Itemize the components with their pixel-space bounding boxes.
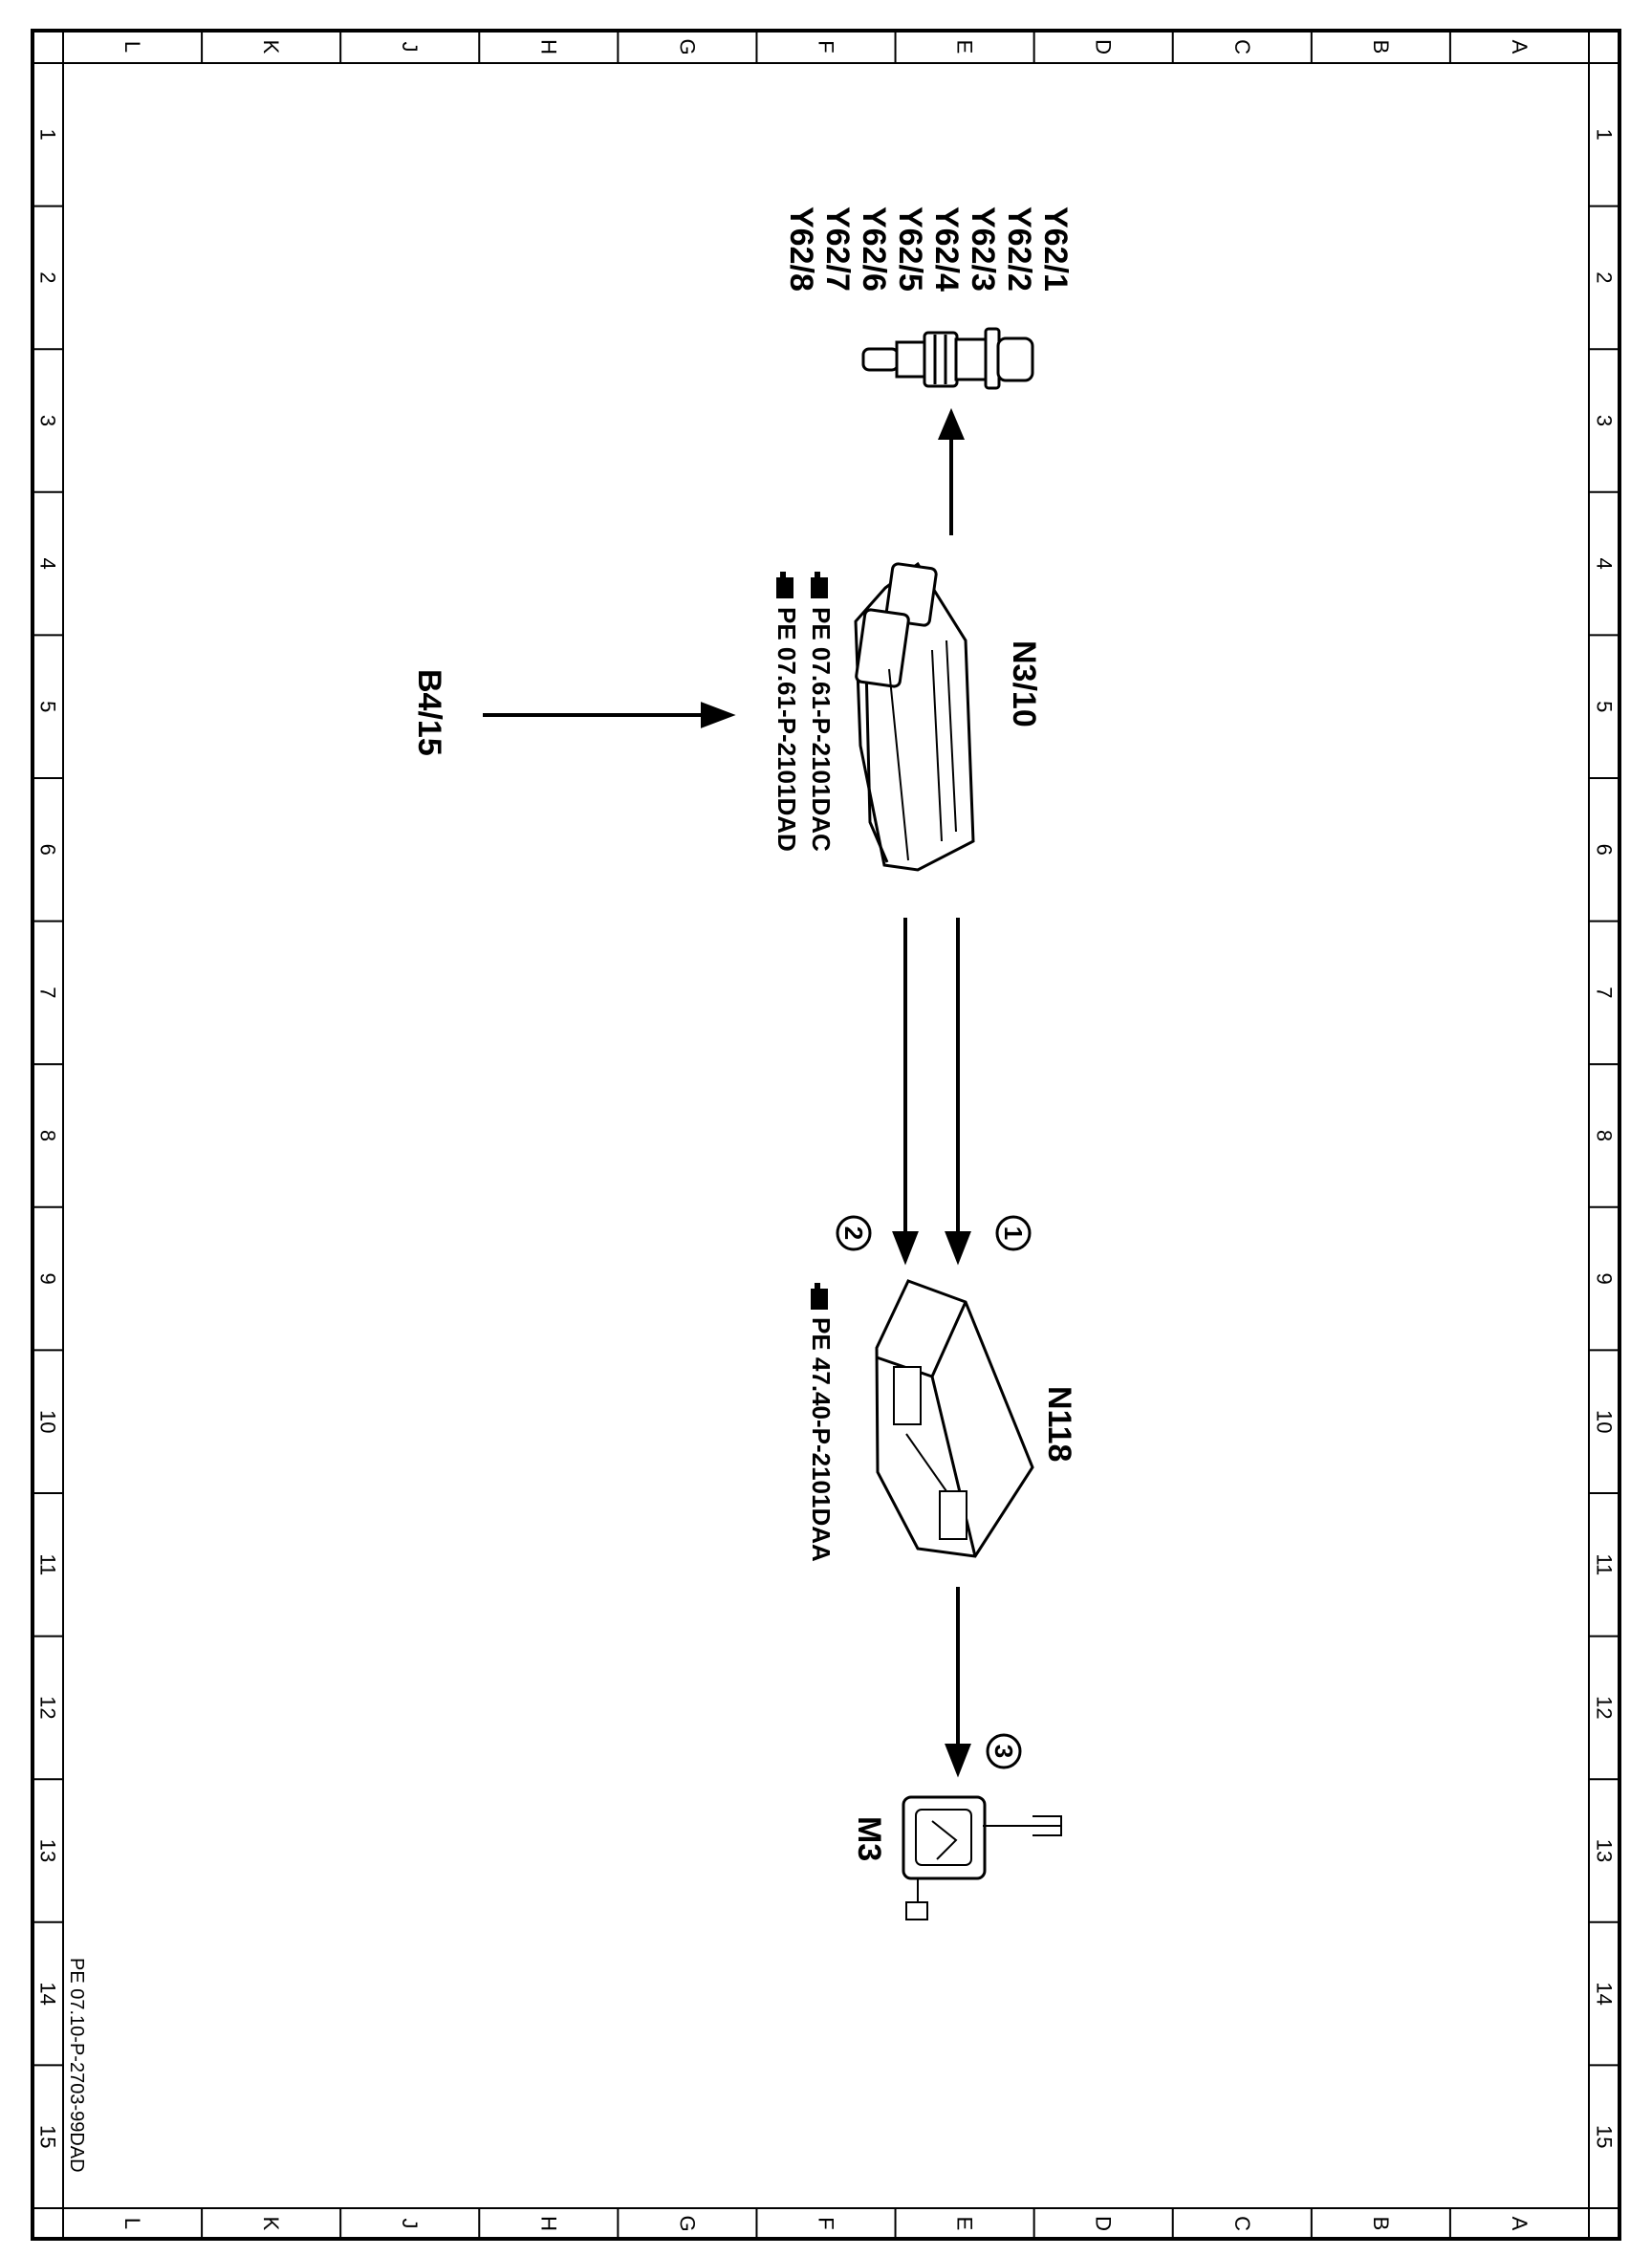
grid-row-number: 13 [36,1839,60,1862]
grid-column-letter: C [1230,39,1254,54]
grid-column-letter: G [675,38,699,54]
grid-column-letter: B [1369,40,1393,54]
grid-column-letter: E [953,40,977,54]
grid-row-number: 7 [36,987,60,998]
grid-column-letter: D [1092,2216,1116,2231]
ecu-ref-text: PE 07.61-P-2101DAC [807,607,836,852]
hand-pointer-icon [811,572,828,598]
grid-row-number: 15 [36,2125,60,2148]
grid-row-number: 8 [36,1130,60,1141]
grid-column-letter: J [398,2219,422,2229]
injector-label: Y62/8 [783,206,819,292]
module-label: N118 [1041,1386,1077,1462]
grid-row-number: 3 [36,415,60,426]
grid-row-number: 6 [36,844,60,856]
grid-row-number: 14 [1593,1982,1617,2005]
injector-label: Y62/1 [1037,206,1074,292]
grid-row-number: 8 [1593,1130,1617,1141]
grid-column-letter: A [1508,2217,1532,2231]
svg-text:3: 3 [989,1745,1018,1758]
injector-labels: Y62/1 Y62/2 Y62/3 Y62/4 Y62/5 Y62/6 Y62/… [783,206,1074,292]
grid-row-number: 12 [1593,1696,1617,1719]
ecu-ref-text: PE 07.61-P-2101DAD [772,607,801,852]
fuel-injector-icon [861,327,1034,390]
signal-arrows [483,407,971,1778]
ecu-reference-2[interactable]: PE 07.61-P-2101DAD [772,572,801,852]
grid-row-number: 13 [1593,1839,1617,1862]
grid-row-number: 4 [1593,557,1617,569]
grid-row-number: 1 [1593,129,1617,141]
grid-column-letter: A [1508,40,1532,54]
badge-3: 3 [986,1733,1022,1769]
module-ref-text: PE 47.40-P-2101DAA [807,1317,836,1562]
grid-row-number: 11 [36,1553,60,1575]
grid-row-number: 10 [1593,1410,1617,1433]
document-id: PE 07.10-P-2703-99DAD [66,1958,87,2173]
pump-label: M3 [851,1816,887,1861]
grid-row-number: 9 [1593,1272,1617,1284]
ecu-reference-1[interactable]: PE 07.61-P-2101DAC [807,572,836,852]
grid-column-letter: K [259,2217,283,2231]
hand-pointer-icon [811,1283,828,1310]
sensor-label: B4/15 [411,669,447,756]
grid-column-letter: L [120,2218,144,2229]
grid-column-letter: C [1230,2216,1254,2231]
ecu-label: N3/10 [1006,640,1042,727]
grid-column-letter: B [1369,2217,1393,2231]
grid-row-number: 2 [1593,271,1617,283]
grid-row-number: 5 [1593,701,1617,712]
grid-row-number: 14 [36,1982,60,2005]
injector-label: Y62/5 [892,206,928,292]
grid-column-letter: H [536,39,560,54]
grid-column-letter: G [675,2215,699,2231]
grid-row-number: 15 [1593,2125,1617,2148]
control-module-icon [875,1279,1034,1558]
fuel-pump-icon [902,1795,1062,1920]
grid-column-letter: F [815,2217,838,2229]
injector-label: Y62/4 [928,206,965,292]
control-unit-icon [854,561,975,872]
hand-pointer-icon [776,572,793,598]
injector-label: Y62/2 [1001,206,1037,292]
grid-column-letter: K [259,40,283,54]
grid-row-number: 6 [1593,844,1617,856]
grid-row-number: 5 [36,701,60,712]
badge-2: 2 [836,1215,872,1251]
injector-label: Y62/3 [965,206,1001,292]
svg-text:1: 1 [999,1226,1028,1240]
grid-row-number: 9 [36,1272,60,1284]
grid-row-number: 2 [36,271,60,283]
grid-row-number: 7 [1593,987,1617,998]
grid-row-number: 11 [1593,1553,1617,1575]
svg-text:2: 2 [839,1226,868,1240]
grid-column-letter: J [398,42,422,53]
grid-row-number: 12 [36,1696,60,1719]
grid-row-number: 1 [36,129,60,141]
sheet-frame [31,29,1621,2241]
grid-row-number: 10 [36,1410,60,1433]
grid-column-letter: F [815,40,838,53]
grid-row-number: 3 [1593,415,1617,426]
grid-row-number: 4 [36,557,60,569]
injector-label: Y62/6 [856,206,892,292]
grid-column-letter: H [536,2216,560,2231]
grid-column-letter: D [1092,39,1116,54]
grid-column-letter: E [953,2217,977,2231]
badge-1: 1 [995,1215,1032,1251]
grid-column-letter: L [120,41,144,53]
injector-label: Y62/7 [819,206,856,292]
module-reference[interactable]: PE 47.40-P-2101DAA [807,1283,836,1562]
